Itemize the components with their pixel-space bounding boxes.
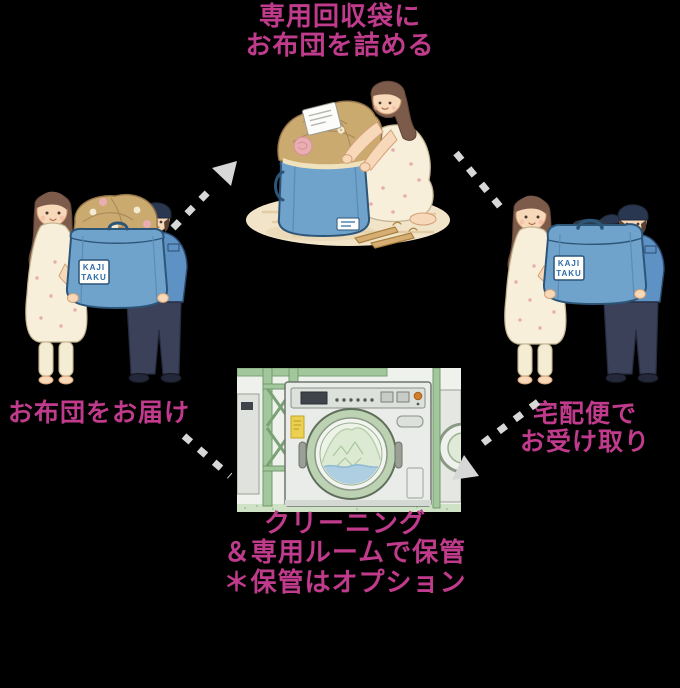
cleaning-scene-graphic: [236, 367, 489, 512]
bag-label-line1: KAJI: [83, 263, 105, 272]
bag-label-line2: TAKU: [81, 273, 107, 282]
step-clean-label: クリーニング ＆専用ルームで保管 ＊保管はオプション: [195, 508, 495, 597]
bag-label: [78, 259, 110, 285]
step-pickup-line2: お受け取り: [519, 428, 650, 457]
arrow-deliver-to-pack: [170, 161, 237, 231]
bag-label: [553, 255, 585, 281]
step-deliver-text: お布団をお届け: [8, 399, 191, 427]
step-pack-line2: お布団を詰める: [245, 30, 435, 61]
pack-scene-graphic: [246, 80, 450, 249]
customer-woman: [25, 191, 94, 385]
floor-speckles: [244, 505, 448, 510]
laundry-tag: [302, 101, 342, 136]
illustration-cleaning-machine: [236, 367, 489, 512]
step-pickup-line1: 宅配便で: [532, 400, 637, 428]
illustration-deliver-couple: KAJI TAKU: [15, 178, 205, 405]
step-deliver-label: お布団をお届け: [8, 399, 190, 427]
illustration-pack-futon: [243, 72, 455, 250]
bag-label-line1: KAJI: [558, 259, 580, 268]
illustration-pickup-couple: KAJI TAKU: [494, 182, 679, 400]
step-pickup-label: 宅配便で お受け取り: [500, 400, 670, 457]
arrow-pack-to-pickup: [453, 150, 505, 212]
washer-control-panel: [290, 387, 426, 409]
step-pack-label: 専用回収袋に お布団を詰める: [180, 1, 500, 61]
step-pack-line1: 専用回収袋に: [258, 1, 421, 31]
step-clean-note: ＊保管はオプション: [223, 566, 467, 597]
industrial-washer: [284, 381, 432, 507]
collection-bag-closed: KAJI TAKU: [542, 218, 648, 305]
arrow-pickup-to-clean: [452, 399, 541, 480]
packing-woman-arms: [341, 121, 398, 172]
collection-bag-full: KAJI TAKU: [65, 194, 169, 309]
washer-door: [298, 408, 403, 500]
hangers: [354, 221, 418, 249]
warning-sticker: [290, 415, 305, 439]
step-clean-line1: クリーニング: [263, 508, 426, 538]
factory-floor: [237, 504, 461, 512]
deliver-scene-graphic: KAJI TAKU: [25, 191, 188, 385]
arrow-clean-to-deliver: [181, 433, 233, 479]
bag-label-line2: TAKU: [556, 269, 582, 278]
background-machine-left: [236, 393, 260, 495]
pickup-scene-graphic: KAJI TAKU: [504, 195, 665, 385]
step-clean-line2: ＆専用ルームで保管: [223, 537, 467, 568]
start-button: [413, 391, 423, 401]
